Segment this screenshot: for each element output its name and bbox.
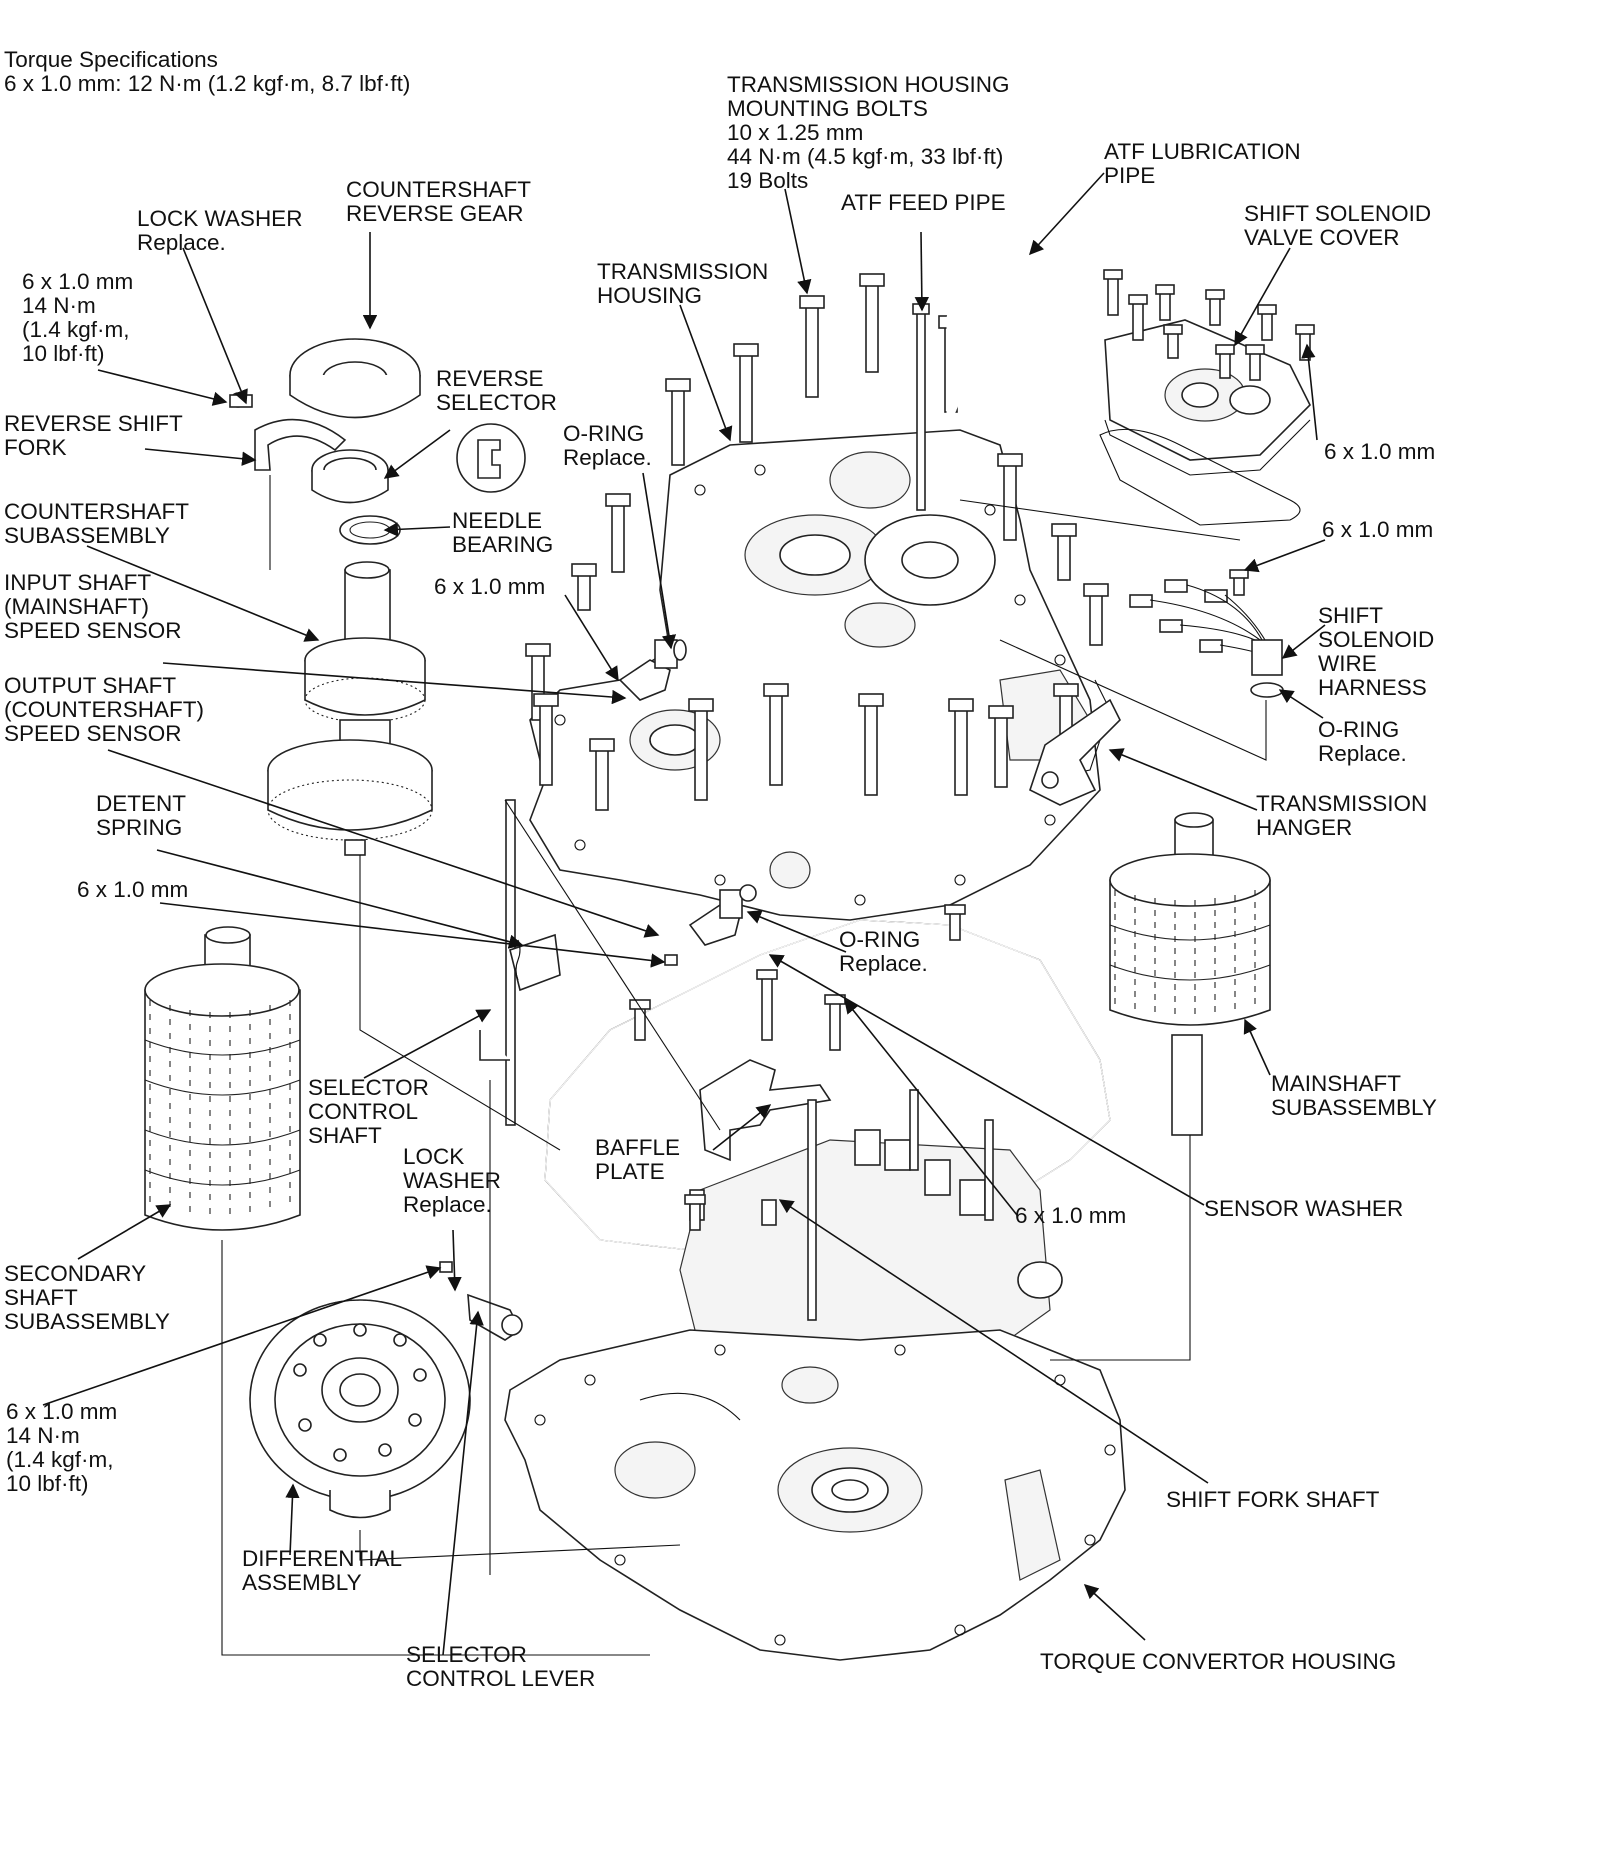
- mainshaft-subassembly: [1109, 812, 1271, 1136]
- leader-lines: [42, 172, 1326, 1656]
- label-detent-bolt: 6 x 1.0 mm: [77, 877, 189, 902]
- countershaft-reverse-gear: [289, 338, 421, 419]
- label-valve-cover-bolt: 6 x 1.0 mm: [1324, 439, 1436, 464]
- label-reverse-shift-fork: REVERSE SHIFT FORK: [4, 411, 183, 460]
- label-harness-bolt: 6 x 1.0 mm: [1322, 517, 1434, 542]
- label-needle-bearing: NEEDLE BEARING: [452, 508, 554, 557]
- label-o-ring-right: O-RING Replace.: [1318, 717, 1407, 766]
- guide-lines: [221, 475, 1267, 1656]
- transmission-housing: [529, 429, 1111, 921]
- label-shift-fork-shaft: SHIFT FORK SHAFT: [1166, 1487, 1380, 1512]
- label-o-ring-top: O-RING Replace.: [563, 421, 652, 470]
- label-transmission-hanger: TRANSMISSION HANGER: [1256, 791, 1428, 840]
- label-lock-washer-bottom: LOCK WASHER Replace.: [403, 1144, 501, 1217]
- label-torque-convertor-housing: TORQUE CONVERTOR HOUSING: [1040, 1649, 1397, 1674]
- label-selector-control-shaft: SELECTOR CONTROL SHAFT: [308, 1075, 429, 1148]
- label-sensor-washer: SENSOR WASHER: [1204, 1196, 1404, 1221]
- label-detent-spring: DETENT SPRING: [96, 791, 186, 840]
- label-bolt-spec-bottom-left: 6 x 1.0 mm 14 N·m (1.4 kgf·m, 10 lbf·ft): [6, 1399, 118, 1496]
- shift-solenoid-wire-harness: [1129, 569, 1284, 698]
- label-countershaft-reverse-gear: COUNTERSHAFT REVERSE GEAR: [346, 177, 531, 226]
- label-shift-solenoid-wire-harness: SHIFT SOLENOID WIRE HARNESS: [1318, 603, 1435, 700]
- torque-spec-line-2: 6 x 1.0 mm: 12 N·m (1.2 kgf·m, 8.7 lbf·f…: [4, 71, 411, 96]
- label-reverse-selector: REVERSE SELECTOR: [436, 366, 557, 415]
- countershaft-subassembly: [267, 561, 433, 856]
- input-shaft-speed-sensor: [618, 639, 687, 701]
- torque-convertor-housing: [504, 1329, 1126, 1661]
- label-output-shaft-speed-sensor: OUTPUT SHAFT (COUNTERSHAFT) SPEED SENSOR: [4, 673, 204, 746]
- atf-lubrication-pipe: [946, 255, 1024, 430]
- differential-assembly: [249, 1299, 471, 1519]
- label-transmission-housing: TRANSMISSION HOUSING: [597, 259, 769, 308]
- label-bolt-spec-top-left: 6 x 1.0 mm 14 N·m (1.4 kgf·m, 10 lbf·ft): [22, 269, 134, 366]
- output-shaft-speed-sensor: [664, 884, 757, 966]
- shift-solenoid-valve-cover: [1099, 269, 1315, 526]
- label-shift-solenoid-valve-cover: SHIFT SOLENOID VALVE COVER: [1244, 201, 1432, 250]
- torque-specifications: Torque Specifications 6 x 1.0 mm: 12 N·m…: [4, 48, 410, 96]
- label-differential-assembly: DIFFERENTIAL ASSEMBLY: [242, 1546, 403, 1595]
- torque-spec-line-1: Torque Specifications: [4, 47, 218, 72]
- label-selector-control-lever: SELECTOR CONTROL LEVER: [406, 1642, 596, 1691]
- label-countershaft-subassembly: COUNTERSHAFT SUBASSEMBLY: [4, 499, 189, 548]
- center-bolts: [629, 904, 966, 1231]
- label-secondary-shaft-subassembly: SECONDARY SHAFT SUBASSEMBLY: [4, 1261, 170, 1334]
- shift-fork-shaft: [807, 1099, 817, 1321]
- selector-control-lever: [439, 1261, 523, 1341]
- label-atf-lubrication-pipe: ATF LUBRICATION PIPE: [1104, 139, 1301, 188]
- label-baffle-plate: BAFFLE PLATE: [595, 1135, 681, 1184]
- label-o-ring-middle: O-RING Replace.: [839, 927, 928, 976]
- label-sensor-bolt-top: 6 x 1.0 mm: [434, 574, 546, 599]
- label-lock-washer-top: LOCK WASHER Replace.: [137, 206, 303, 255]
- transmission-hanger: [1029, 698, 1121, 806]
- label-mainshaft-subassembly: MAINSHAFT SUBASSEMBLY: [1271, 1071, 1437, 1120]
- secondary-shaft-subassembly: [144, 926, 301, 1231]
- reverse-selector-detail: [456, 423, 526, 493]
- label-input-shaft-speed-sensor: INPUT SHAFT (MAINSHAFT) SPEED SENSOR: [4, 570, 182, 643]
- label-atf-feed-pipe: ATF FEED PIPE: [841, 190, 1006, 215]
- label-baffle-bolt: 6 x 1.0 mm: [1015, 1203, 1127, 1228]
- label-transmission-housing-mounting-bolts: TRANSMISSION HOUSING MOUNTING BOLTS 10 x…: [727, 72, 1010, 193]
